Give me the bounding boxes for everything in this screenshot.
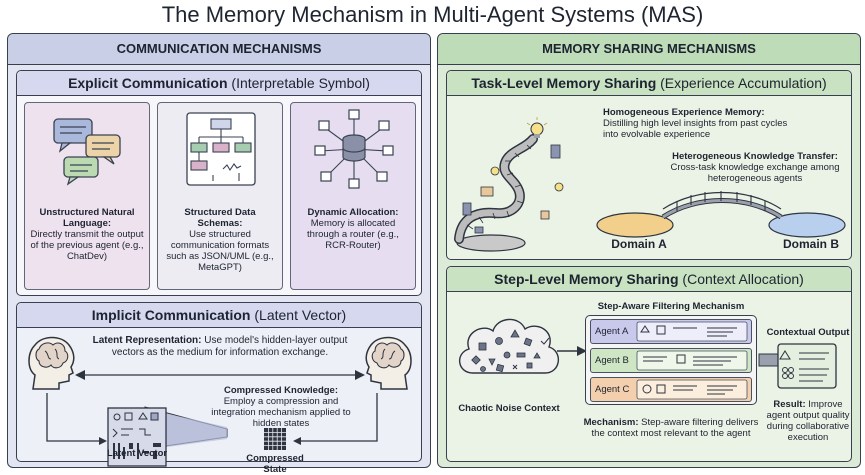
card-dynamic: Dynamic Allocation: Memory is allocated …: [290, 102, 416, 290]
agent-c-content-icon: [636, 379, 748, 400]
agent-a-row: Agent A: [590, 319, 752, 344]
explicit-header: Explicit Communication (Interpretable Sy…: [17, 71, 421, 96]
agent-a-label: Agent A: [595, 326, 629, 337]
unstructured-body: Directly transmit the output of the prev…: [30, 229, 144, 262]
card-unstructured: Unstructured Natural Language: Directly …: [24, 102, 150, 290]
cloud-to-filter-arrow: [557, 346, 587, 356]
left-head-brain-icon: [28, 336, 75, 390]
unstructured-title: Unstructured Natural Language:: [39, 207, 135, 229]
heterogeneous-transfer-title: Heterogeneous Knowledge Transfer:: [672, 151, 838, 162]
communication-header: COMMUNICATION MECHANISMS: [8, 34, 430, 65]
agent-c-label: Agent C: [595, 384, 630, 395]
chaotic-noise-label: Chaotic Noise Context: [458, 403, 560, 414]
homogeneous-memory-body: Distilling high level insights from past…: [603, 118, 788, 140]
task-level-header: Task-Level Memory Sharing (Experience Ac…: [447, 71, 851, 96]
step-level-title: Step-Level Memory Sharing: [494, 271, 679, 287]
dynamic-title: Dynamic Allocation:: [307, 207, 399, 218]
router-database-icon: [314, 109, 394, 189]
compressed-knowledge-body: Employ a compression and integration mec…: [211, 396, 351, 429]
compression-flow: [46, 393, 378, 451]
explicit-title: Explicit Communication: [68, 75, 228, 91]
task-level-box: Task-Level Memory Sharing (Experience Ac…: [446, 70, 852, 260]
structured-title: Structured Data Schemas:: [184, 207, 256, 229]
right-head-brain-icon: [365, 336, 412, 390]
latent-vector-label: Latent Vector: [106, 448, 168, 459]
result-title: Result:: [773, 399, 806, 410]
mechanism-title: Mechanism:: [583, 417, 639, 428]
latent-representation-body: Use model's hidden-layer output vectors …: [111, 335, 348, 358]
agent-b-content-icon: [636, 350, 748, 371]
structured-body: Use structured communication formats suc…: [166, 229, 274, 273]
task-level-title: Task-Level Memory Sharing: [471, 75, 657, 91]
schema-document-icon: [186, 112, 256, 186]
spiral-staircase-icon: [454, 117, 564, 252]
memory-sharing-panel: MEMORY SHARING MECHANISMS Task-Level Mem…: [437, 33, 861, 468]
compressed-knowledge-title: Compressed Knowledge:: [223, 385, 339, 396]
filter-mechanism-title: Step-Aware Filtering Mechanism: [597, 301, 745, 312]
contextual-output-title: Contextual Output: [766, 327, 850, 338]
diagram-title: The Memory Mechanism in Multi-Agent Syst…: [161, 2, 704, 27]
implicit-header: Implicit Communication (Latent Vector): [17, 303, 421, 328]
step-level-box: Step-Level Memory Sharing (Context Alloc…: [446, 266, 852, 462]
heterogeneous-transfer-text: Heterogeneous Knowledge Transfer: Cross-…: [665, 151, 845, 184]
explicit-communication-box: Explicit Communication (Interpretable Sy…: [16, 70, 422, 296]
explicit-subtitle: (Interpretable Symbol): [227, 75, 370, 91]
domain-b-label: Domain B: [782, 237, 839, 251]
mechanism-body: Step-aware filtering delivers the contex…: [591, 417, 759, 439]
communication-panel: COMMUNICATION MECHANISMS Explicit Commun…: [7, 33, 431, 475]
domain-a-label: Domain A: [611, 237, 667, 251]
agent-filter-container: Agent A Agent B Agent: [585, 315, 757, 405]
dynamic-body: Memory is allocated through a router (e.…: [307, 218, 399, 251]
card-structured: Structured Data Schemas: Use structured …: [157, 102, 283, 290]
agent-a-content-icon: [636, 321, 748, 342]
implicit-title: Implicit Communication: [91, 307, 251, 323]
chaotic-cloud-icon: [459, 318, 559, 374]
latent-vector-icon: [107, 407, 167, 467]
compressed-state-grid-icon: [264, 428, 286, 450]
homogeneous-memory-title: Homogeneous Experience Memory:: [603, 107, 765, 118]
implicit-communication-box: Implicit Communication (Latent Vector) L…: [16, 302, 422, 475]
bridge-domains-icon: [596, 191, 846, 238]
memory-sharing-header: MEMORY SHARING MECHANISMS: [438, 34, 860, 65]
compressed-knowledge-text: Compressed Knowledge: Employ a compressi…: [201, 385, 361, 429]
agent-c-row: Agent C: [590, 377, 752, 402]
result-body: Improve agent output quality during coll…: [766, 399, 850, 443]
contextual-output-doc-icon: [777, 343, 837, 389]
implicit-subtitle: (Latent Vector): [250, 307, 347, 323]
homogeneous-memory-text: Homogeneous Experience Memory: Distillin…: [603, 107, 793, 140]
agent-b-label: Agent B: [595, 355, 629, 366]
step-level-subtitle: (Context Allocation): [678, 271, 804, 287]
agent-b-row: Agent B: [590, 348, 752, 373]
heterogeneous-transfer-body: Cross-task knowledge exchange among hete…: [670, 162, 840, 184]
compressed-state-label: Compressed State: [246, 453, 304, 475]
chat-bubbles-icon: [53, 118, 121, 186]
mechanism-text: Mechanism: Step-aware filtering delivers…: [579, 417, 763, 439]
step-level-header: Step-Level Memory Sharing (Context Alloc…: [447, 267, 851, 292]
latent-representation-text: Latent Representation: Use model's hidde…: [79, 335, 361, 359]
bidirectional-arrow: [75, 370, 365, 380]
task-level-subtitle: (Experience Accumulation): [656, 75, 827, 91]
latent-representation-title: Latent Representation:: [92, 335, 202, 346]
result-text: Result: Improve agent output quality dur…: [765, 399, 851, 443]
